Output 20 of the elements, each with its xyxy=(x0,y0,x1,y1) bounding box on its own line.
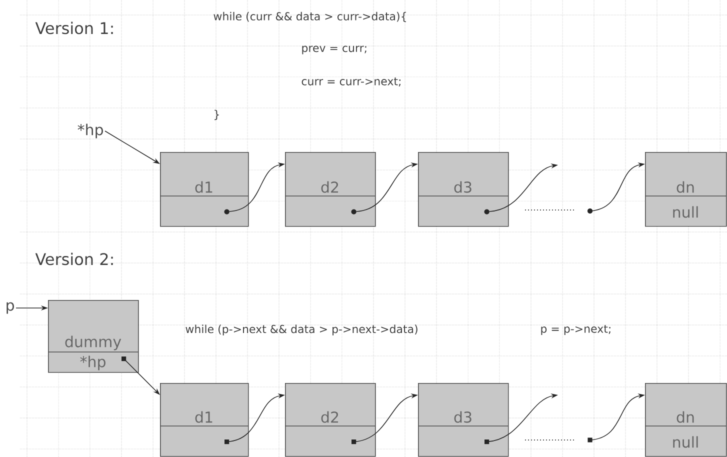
code-line: while (curr && data > curr->data){ xyxy=(214,12,406,22)
list-node-box: dn null xyxy=(644,152,727,227)
list-node-box: d2 xyxy=(284,152,376,227)
list-node-box: dn null xyxy=(644,383,727,457)
code-line: curr = curr->next; xyxy=(302,78,400,86)
version-heading: Version 1: xyxy=(35,22,113,34)
list-node-box: d3 xyxy=(418,383,509,457)
list-node-box: d1 xyxy=(160,383,249,457)
code-line: p = p->next; xyxy=(541,325,610,335)
code-line: prev = curr; xyxy=(302,46,366,54)
code-line: } xyxy=(214,110,219,120)
version-heading: Version 2: xyxy=(35,252,113,266)
pointer-label: *hp xyxy=(78,124,103,138)
pointer-arrow xyxy=(123,358,160,395)
list-node-box: dummy *hp xyxy=(48,300,139,373)
list-node-box: d2 xyxy=(284,383,376,457)
list-node-box: d1 xyxy=(160,152,249,227)
pointer-label: p xyxy=(6,302,14,314)
code-line: while (p->next && data > p->next->data) xyxy=(186,324,418,336)
list-node-box: d3 xyxy=(418,152,509,227)
